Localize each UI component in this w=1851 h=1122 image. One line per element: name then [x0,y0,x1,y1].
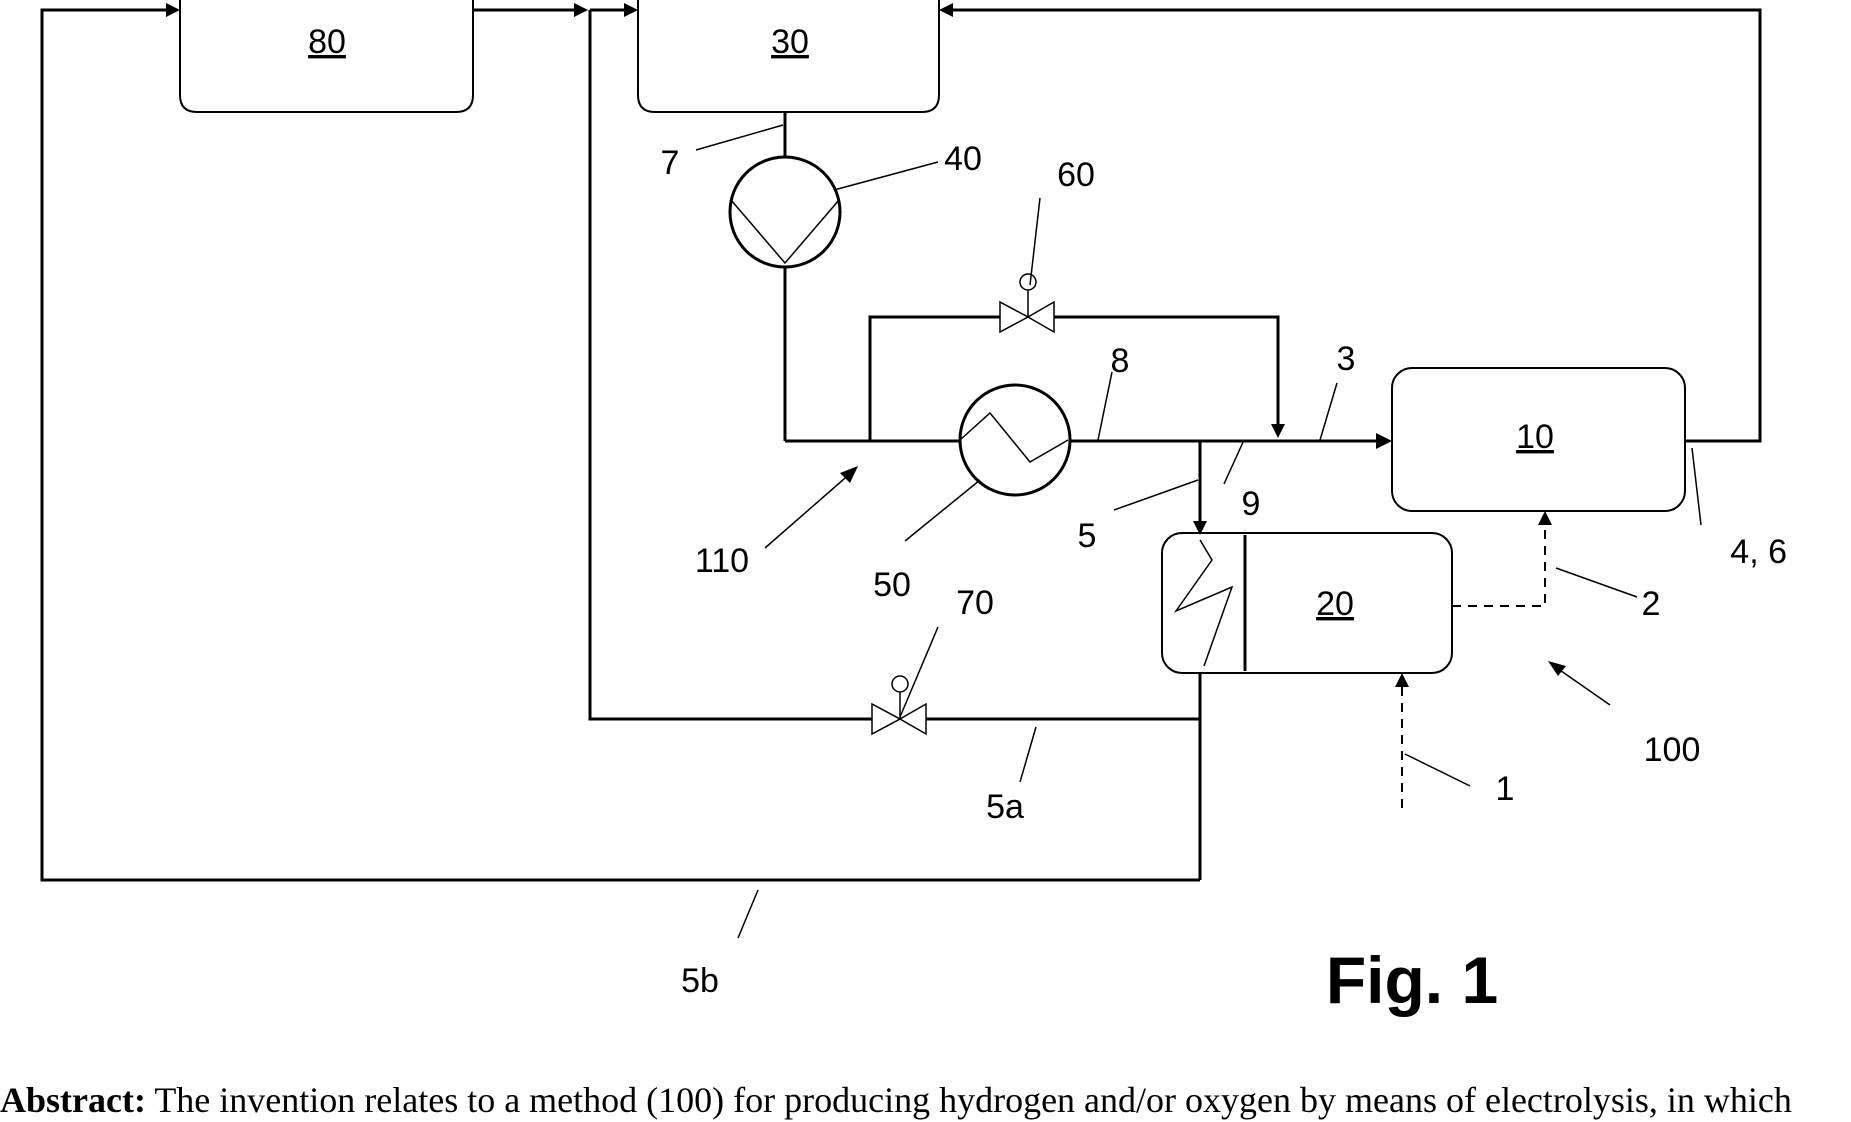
abstract-text: Abstract: The invention relates to a met… [0,1078,1851,1122]
abstract-body: The invention relates to a method (100) … [154,1080,1792,1120]
label-stream-3: 3 [1337,340,1356,378]
label-reference-100: 100 [1644,731,1701,769]
unit-30-label: 30 [771,23,809,61]
label-stream-5b: 5b [681,962,719,1000]
label-stream-9: 9 [1242,485,1261,523]
label-stream-2: 2 [1642,585,1661,623]
unit-80-label: 80 [308,23,346,61]
heat-exchanger-50 [960,385,1070,495]
unit-20: 20 [1162,533,1452,673]
abstract-label: Abstract: [0,1080,146,1120]
label-valve-60: 60 [1057,156,1095,194]
label-stream-1: 1 [1496,770,1515,808]
label-pump-40: 40 [944,140,982,178]
label-stream-4-6: 4, 6 [1730,533,1787,571]
arrowhead [1271,424,1285,438]
label-stream-8: 8 [1111,342,1130,380]
unit-80: 80 [180,0,473,112]
arrowhead [939,3,953,17]
label-stream-5a: 5a [986,788,1024,826]
arrowhead [1395,673,1409,687]
label-stream-5: 5 [1078,517,1097,555]
arrowhead [574,3,588,17]
label-valve-70: 70 [956,584,994,622]
valve-70 [872,676,926,734]
unit-10: 10 [1392,368,1685,511]
label-stream-7: 7 [661,144,680,182]
arrowhead [166,3,180,17]
unit-30: 30 [638,0,939,112]
label-heat-exchanger-50: 50 [873,566,911,604]
pump-40 [730,157,840,267]
figure-label: Fig. 1 [1326,943,1498,1017]
unit-10-label: 10 [1516,418,1554,456]
arrowhead [624,3,638,17]
unit-20-label: 20 [1316,585,1354,623]
valve-60 [1000,274,1054,332]
arrowhead [1376,433,1392,449]
label-reference-110: 110 [695,542,749,580]
